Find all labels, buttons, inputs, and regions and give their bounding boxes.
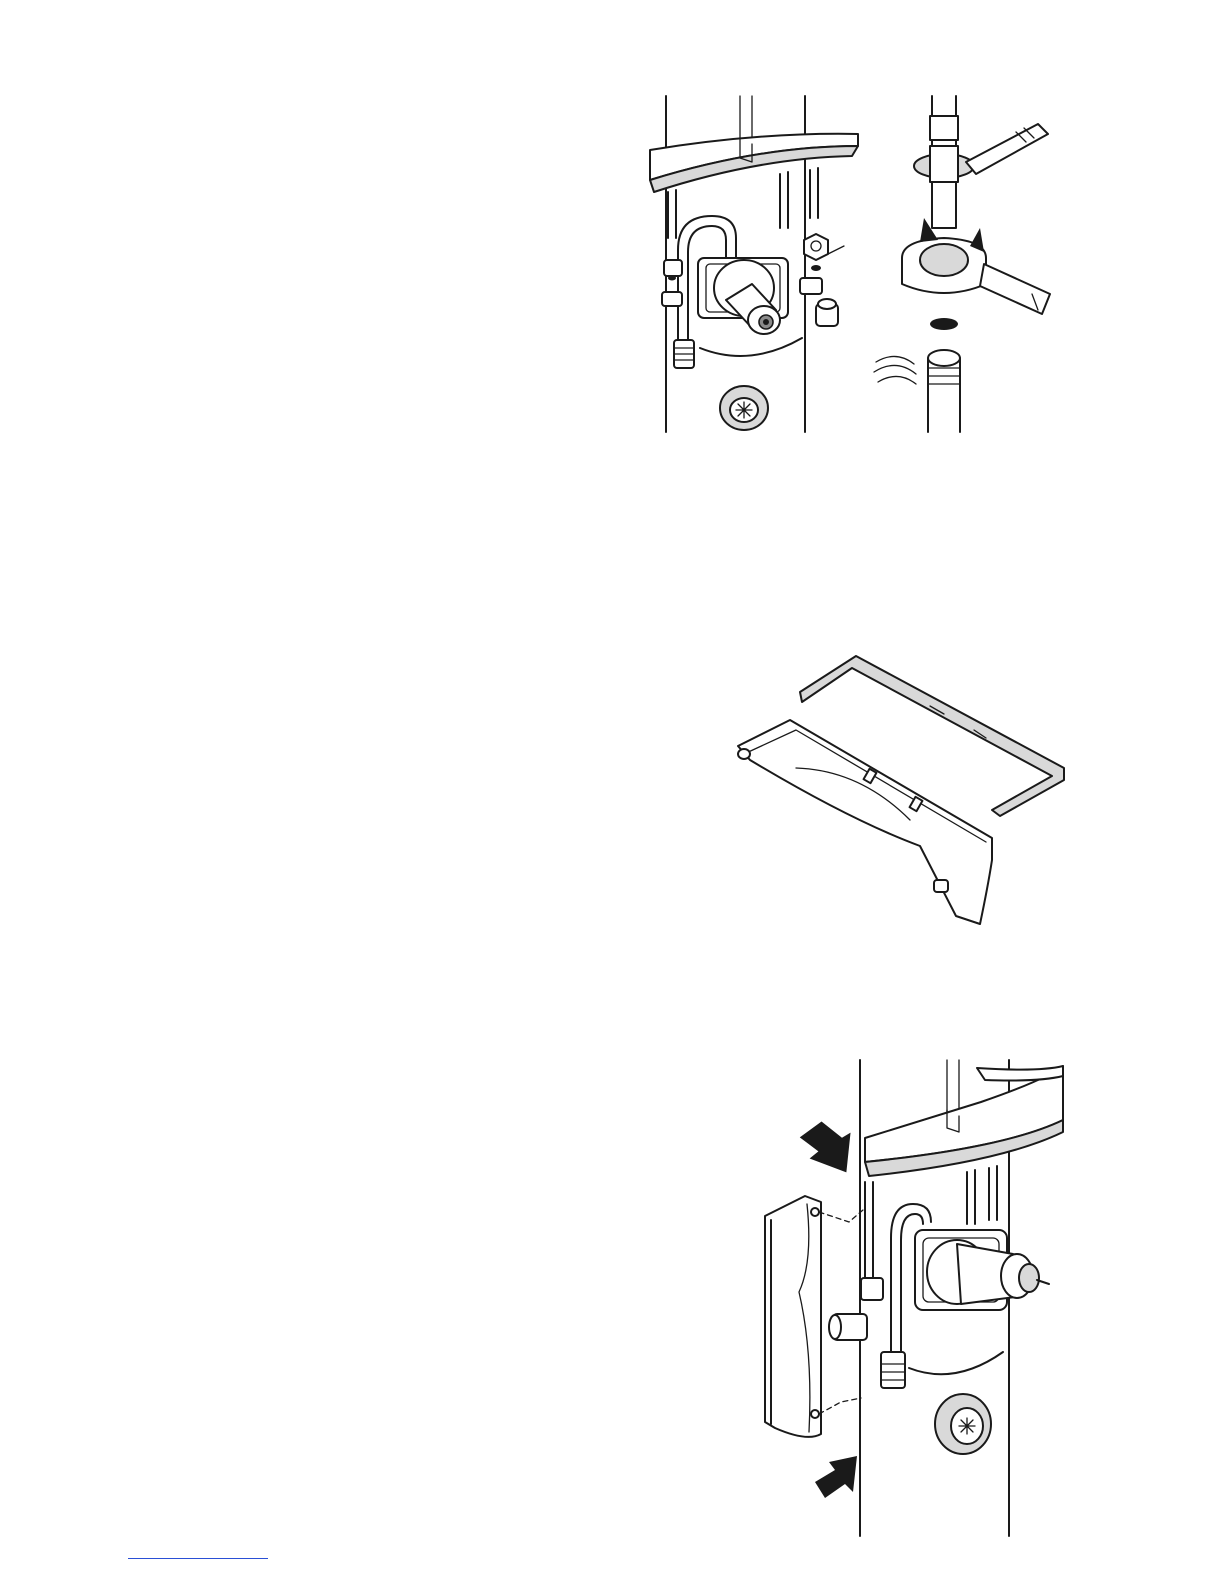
valve-housing-icon xyxy=(650,96,858,432)
valve-housing-icon xyxy=(829,1060,1063,1536)
cover-attachment-figure xyxy=(745,1052,1075,1542)
open-end-wrench-icon xyxy=(874,96,1050,432)
footer-rule xyxy=(128,1558,268,1559)
cover-plate-icon xyxy=(738,720,992,924)
cover-gasket-figure xyxy=(730,650,1070,930)
valve-unit-figure xyxy=(640,88,1060,440)
